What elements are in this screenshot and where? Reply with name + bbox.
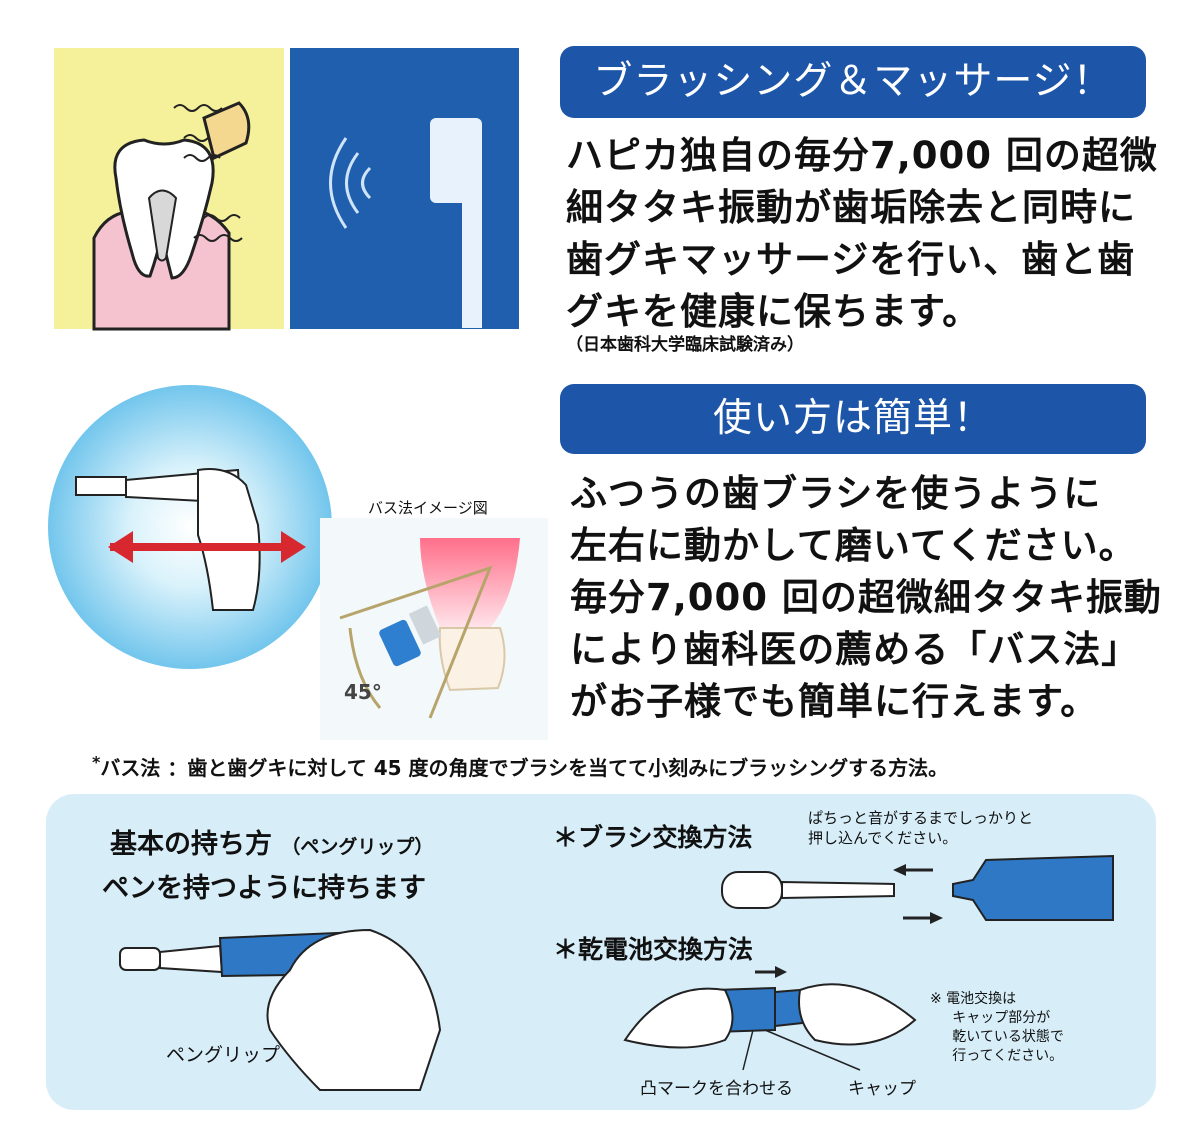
- grip-title: 基本の持ち方 （ペングリップ）: [110, 822, 433, 861]
- brush-replacement-illustration: [721, 854, 1114, 924]
- bass-method-diagram: 45°: [320, 518, 548, 740]
- angle-label: 45°: [344, 680, 382, 704]
- section-body-brushing: ハピカ独自の毎分7,000 回の超微 細タタキ振動が歯垢除去と同時に 歯グキマッ…: [566, 134, 1158, 333]
- footnote-text: バス法 ：歯と歯グキに対して 45 度の角度でブラシを当てて小刻みにブラッシング…: [100, 756, 949, 780]
- bass-footnote: *バス法 ：歯と歯グキに対して 45 度の角度でブラシを当てて小刻みにブラッシン…: [92, 752, 948, 781]
- usage-illustration: [48, 385, 332, 669]
- grip-subtitle: ペンを持つように持ちます: [102, 873, 426, 904]
- battery-change-note: ※ 電池交換は キャップ部分が 乾いている状態で 行ってください。: [930, 991, 1064, 1064]
- clinical-test-note: （日本歯科大学臨床試験済み）: [566, 335, 804, 355]
- battery-replacement-illustration: [623, 966, 917, 1071]
- vibrating-brush-icon: [329, 118, 482, 328]
- hand-holding-brush-icon: [75, 468, 306, 611]
- brush-change-title: ＊ブラシ交換方法: [553, 823, 753, 852]
- tooth-vibration-icon: [92, 101, 251, 331]
- align-mark-label: 凸マークを合わせる: [640, 1079, 793, 1099]
- pen-grip-illustration: [119, 928, 442, 1091]
- brush-vibration-panel: [290, 48, 519, 329]
- bass-method-label: バス法イメージ図: [368, 499, 488, 517]
- pen-grip-label: ペングリップ: [166, 1044, 281, 1066]
- footnote-marker: *: [92, 752, 101, 772]
- section-body-easy: ふつうの歯ブラシを使うように 左右に動かして磨いてください。 毎分7,000 回…: [570, 472, 1162, 723]
- grip-title-main: 基本の持ち方: [110, 829, 272, 860]
- battery-change-title: ＊乾電池交換方法: [553, 935, 754, 964]
- cap-label: キャップ: [848, 1079, 916, 1099]
- section-banner-easy: 使い方は簡単！: [560, 384, 1146, 454]
- section-banner-brushing: ブラッシング＆マッサージ！: [560, 46, 1146, 118]
- tooth-illustration-panel: [54, 48, 284, 331]
- bass-angle-icon: [339, 538, 520, 719]
- grip-title-sub: （ペングリップ）: [281, 836, 434, 858]
- brush-change-note: ぱちっと音がするまでしっかりと 押し込んでください。: [808, 809, 1034, 847]
